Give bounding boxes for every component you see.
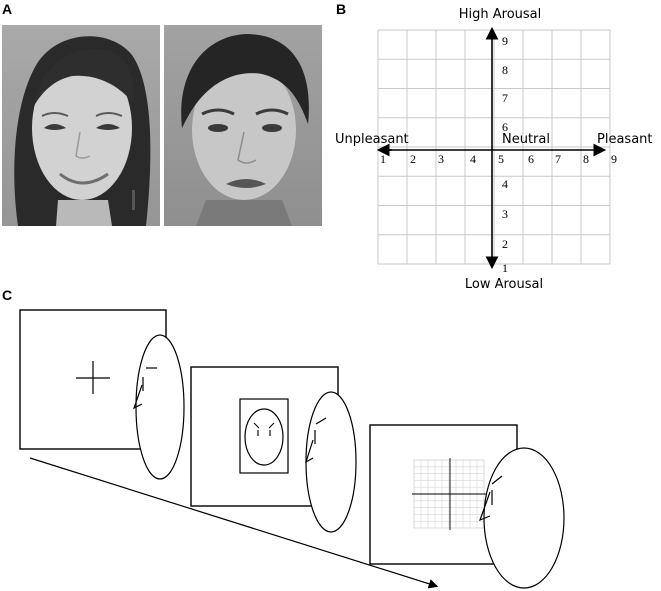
observer-head-2 (304, 391, 357, 533)
x-tick-label: 3 (438, 152, 444, 166)
y-tick-label: 8 (502, 63, 508, 77)
y-tick-label: 9 (502, 34, 508, 48)
panel-label-a: A (2, 1, 12, 17)
unpleasant-label: Unpleasant (335, 132, 409, 147)
time-arrow (29, 457, 439, 589)
x-tick-label: 5 (498, 152, 504, 166)
x-tick-label: 8 (583, 152, 589, 166)
y-tick-label: 6 (502, 120, 508, 134)
mini-rating-grid (412, 458, 488, 530)
x-tick-label: 2 (410, 152, 416, 166)
panel-label-c: C (2, 287, 12, 303)
x-tick-label: 7 (555, 152, 561, 166)
low-arousal-label: Low Arousal (465, 277, 543, 292)
observer-head-1 (132, 334, 185, 480)
high-arousal-label: High Arousal (459, 7, 542, 22)
y-tick-label: 3 (502, 207, 508, 221)
pleasant-label: Pleasant (597, 132, 653, 147)
x-tick-label: 6 (528, 152, 534, 166)
x-tick-label: 4 (470, 152, 476, 166)
y-tick-label: 1 (502, 261, 508, 275)
frowning-face-photo (164, 25, 322, 226)
y-tick-label: 7 (502, 91, 508, 105)
neutral-label: Neutral (502, 132, 550, 147)
x-tick-label: 1 (380, 152, 386, 166)
observer-head-3 (478, 447, 565, 589)
smiling-face-photo (2, 25, 160, 226)
y-tick-label: 2 (502, 237, 508, 251)
x-tick-label: 9 (611, 152, 617, 166)
y-tick-label: 4 (502, 177, 508, 191)
panel-label-b: B (336, 1, 346, 17)
